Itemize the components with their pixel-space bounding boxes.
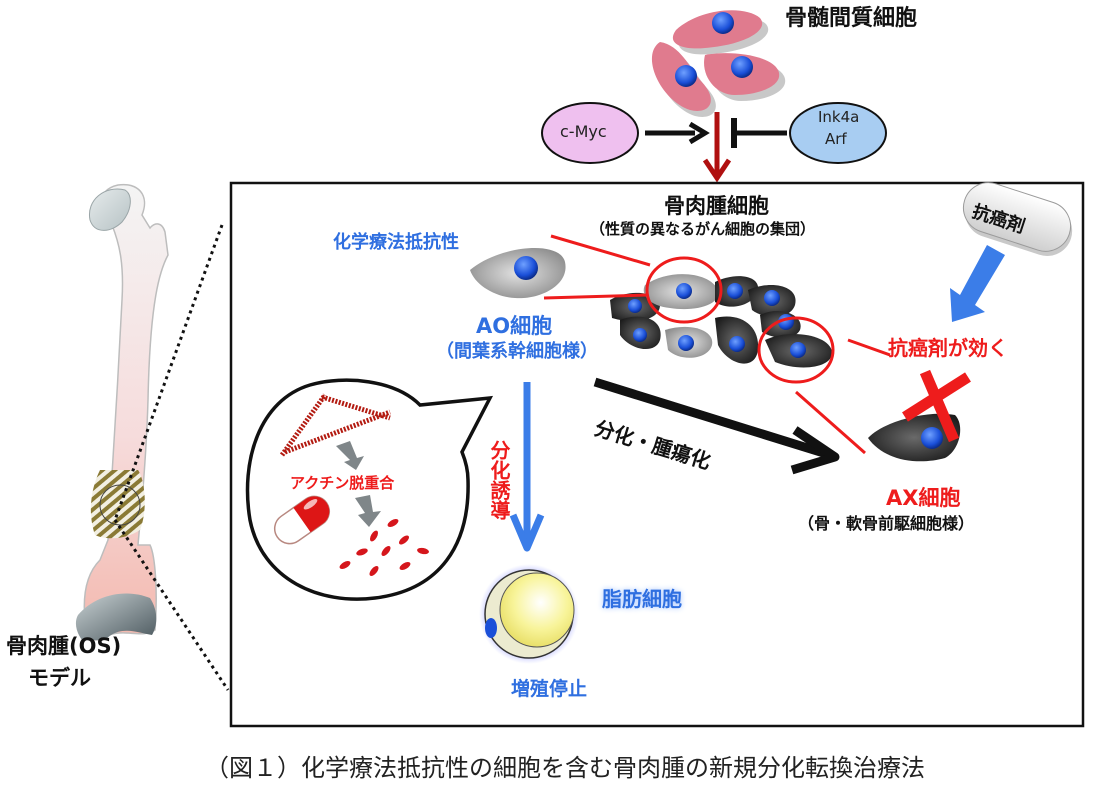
chemo-resistance-label: 化学療法抵抗性	[333, 232, 459, 253]
ao-cell-sublabel: （間葉系幹細胞様）	[436, 341, 598, 362]
ax-cell-label: AX細胞	[886, 486, 961, 510]
drug-action-arrow-icon	[950, 245, 1005, 322]
c-myc-label: c-Myc	[560, 122, 607, 141]
detail-panel-frame	[229, 181, 1085, 728]
transformation-arrowhead-icon	[702, 158, 732, 183]
differentiation-induction-label: 分化誘導	[487, 440, 511, 520]
femur-bone-icon	[75, 183, 169, 641]
anticancer-drug-badge	[962, 182, 1073, 257]
os-cells-subtitle: （性質の異なるがん細胞の集団）	[590, 220, 816, 238]
os-cells-title: 骨肉腫細胞	[664, 194, 769, 218]
c-myc-node	[541, 102, 639, 164]
drug-capsule-icon	[273, 495, 331, 545]
differentiation-induction-arrowhead-icon	[509, 513, 545, 552]
ao-cell-icon	[470, 248, 566, 299]
depolymerize-arrow-icon-2	[355, 495, 381, 527]
depolymerize-arrow-icon	[336, 441, 364, 470]
ax-cell-icon	[868, 413, 961, 462]
bone-marrow-stromal-cells-icon	[651, 10, 786, 117]
model-label: モデル	[28, 666, 91, 690]
ax-cell-sublabel: （骨・軟骨前駆細胞様）	[798, 514, 975, 533]
arf-label: Arf	[825, 130, 847, 148]
figure-caption: （図１）化学療法抵抗性の細胞を含む骨肉腫の新規分化転換治療法	[205, 754, 925, 782]
stromal-cells-label: 骨髄間質細胞	[785, 6, 918, 31]
adipocyte-label: 脂肪細胞	[602, 587, 682, 611]
zoom-guide-line-bottom	[113, 519, 230, 691]
differentiation-arrow	[593, 377, 832, 460]
drug-effect-pointer-line	[847, 338, 891, 357]
ax-cell-highlight-circle	[757, 316, 835, 384]
ao-cell-highlight-circle	[645, 256, 723, 324]
osteosarcoma-model-label: 骨肉腫(OS)	[6, 634, 122, 658]
ao-pointer-line-bottom	[543, 293, 649, 300]
actin-fragments-icon	[339, 519, 429, 576]
differentiation-arrowhead-icon	[790, 426, 840, 475]
growth-arrest-label: 増殖停止	[511, 678, 588, 700]
ink4a-arf-node	[789, 102, 887, 164]
zoom-guide-line-top	[113, 224, 224, 521]
ao-pointer-line-top	[550, 234, 651, 267]
actin-depolymerization-label: アクチン脱重合	[290, 474, 395, 492]
activation-arrowhead-icon	[688, 121, 710, 145]
ink4a-label: Ink4a	[818, 108, 860, 126]
speech-bubble	[245, 378, 494, 601]
ao-cell-label: AO細胞	[476, 314, 553, 338]
ax-pointer-line	[795, 390, 866, 455]
drug-effective-label: 抗癌剤が効く	[888, 336, 1008, 360]
x-mark-icon-stroke	[919, 369, 960, 443]
actin-filament-icon	[279, 393, 391, 457]
adipocyte-icon	[479, 564, 579, 664]
